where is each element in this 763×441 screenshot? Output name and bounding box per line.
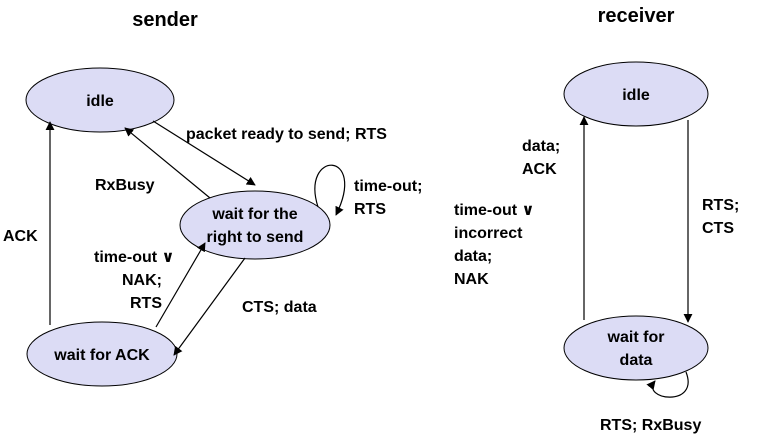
- label-timeout-nak-line3: RTS: [130, 295, 162, 312]
- label-ack: ACK: [3, 228, 38, 245]
- label-data-ack-line2: ACK: [522, 161, 557, 178]
- wait-data-label-line2: data: [620, 352, 653, 369]
- label-timeout-line4: NAK: [454, 271, 489, 288]
- label-rts-cts-line1: RTS;: [702, 197, 739, 214]
- sender-state-idle: idle: [25, 67, 175, 133]
- label-timeout-line3: data;: [454, 248, 492, 265]
- label-timeout-rts-line1: time-out;: [354, 178, 422, 195]
- edge-wait-send-to-idle: [124, 127, 211, 199]
- receiver-idle-label: idle: [622, 87, 650, 104]
- label-packet-ready: packet ready to send; RTS: [186, 126, 387, 143]
- edge-wait-send-self-loop: [314, 164, 346, 216]
- edge-wait-send-to-wait-ack: [173, 257, 246, 356]
- label-rts-cts-line2: CTS: [702, 220, 734, 237]
- sender-idle-label: idle: [86, 93, 114, 110]
- sender-title: sender: [132, 9, 198, 31]
- label-rxbusy: RxBusy: [95, 177, 155, 194]
- label-timeout-line1: time-out ∨: [454, 202, 535, 219]
- receiver-state-wait-data: wait for data: [563, 315, 709, 381]
- receiver-state-idle: idle: [563, 61, 709, 127]
- sender-state-wait-ack: wait for ACK: [26, 321, 178, 387]
- label-timeout-line2: incorrect: [454, 225, 523, 242]
- label-timeout-nak-line2: NAK;: [122, 272, 162, 289]
- edge-wait-ack-to-wait-send: [155, 242, 206, 328]
- label-cts-data: CTS; data: [242, 299, 317, 316]
- receiver-title: receiver: [598, 5, 675, 27]
- wait-send-label-line1: wait for the: [211, 206, 297, 223]
- edge-wait-data-self-loop: [646, 371, 689, 398]
- sender-state-wait-right-to-send: wait for the right to send: [179, 190, 331, 260]
- label-rts-rxbusy: RTS; RxBusy: [600, 417, 701, 434]
- wait-data-label-line1: wait for: [607, 329, 665, 346]
- wait-ack-label: wait for ACK: [53, 347, 150, 364]
- label-timeout-nak-line1: time-out ∨: [94, 249, 175, 266]
- label-timeout-rts-line2: RTS: [354, 201, 386, 218]
- label-data-ack-line1: data;: [522, 138, 560, 155]
- wait-send-label-line2: right to send: [207, 229, 304, 246]
- edge-idle-to-wait-send: [152, 120, 256, 186]
